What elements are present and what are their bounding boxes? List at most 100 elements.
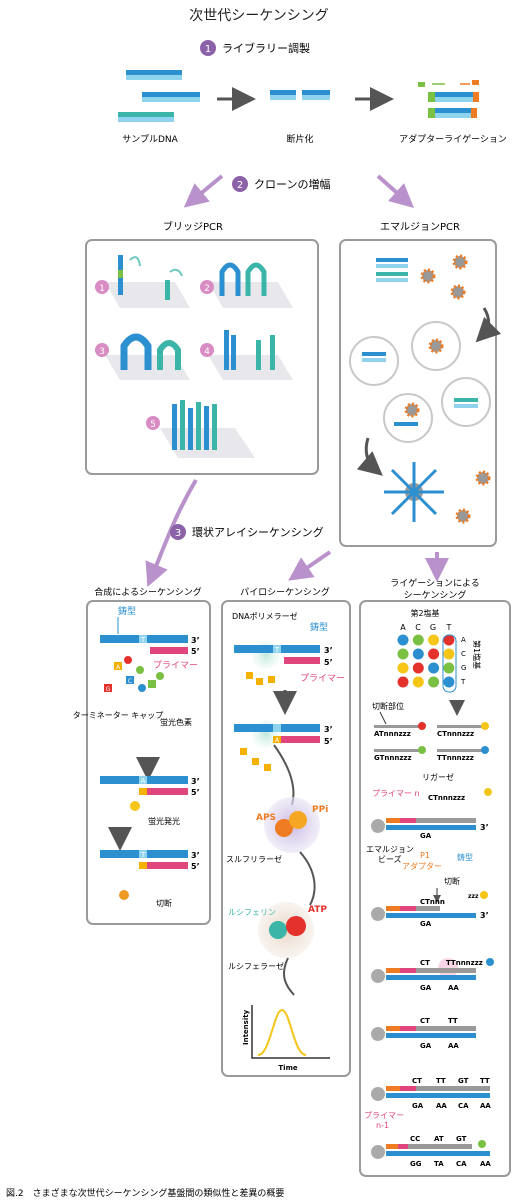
step-2-label: クローンの増幅 [254,178,330,191]
matrix-dot [428,648,440,660]
svg-text:AT: AT [434,1135,444,1143]
figure-caption: 図.2 さまざまな次世代シーケンシング基盤間の類似性と差異の概要 [6,1187,284,1199]
intensity-peak-curve [257,1008,307,1056]
step-3-badge [170,524,186,540]
cut-site-label: 切断部位 [372,701,404,711]
svg-text:CT: CT [420,959,430,967]
svg-text:GTnnnzzz: GTnnnzzz [374,754,412,762]
ligation-illustration [418,80,479,118]
svg-text:CTnnnzzz: CTnnnzzz [428,794,465,802]
bridge-step-4: 4 [200,330,293,380]
svg-text:T: T [460,678,466,686]
fragment-illustration [270,90,330,100]
matrix-dot [428,676,440,688]
sample-dna-illustration [118,70,200,122]
sbs-glow-label: 蛍光発光 [148,816,180,826]
ligase-label: リガーゼ [422,772,454,782]
svg-text:4: 4 [204,347,210,357]
time-axis-label: Time [278,1064,297,1072]
sample-dna-label: サンプルDNA [122,134,178,145]
arrow-to-bridge [183,174,224,208]
matrix-dot [428,662,440,674]
svg-text:GA: GA [420,832,432,840]
sbs-cleave-label: 切断 [156,898,172,908]
svg-text:GA: GA [420,984,432,992]
step-2-badge [232,176,248,192]
svg-text:CTnnn: CTnnn [420,898,445,906]
sbs-template-label: 鋳型 [118,605,136,617]
svg-text:T: T [446,623,452,632]
beads-label-2: ビーズ [378,854,402,864]
svg-text:TT: TT [436,1077,446,1085]
svg-text:3’: 3’ [191,851,200,860]
svg-text:GA: GA [420,1042,432,1050]
lig-template-label: 鋳型 [457,852,473,862]
sbs-dye-label: 蛍光色素 [160,717,192,727]
svg-text:ATnnnzzz: ATnnnzzz [374,730,411,738]
step-2-header: 2 クローンの増幅 [232,176,330,192]
first-base-label: 第1塩基 [472,640,482,669]
svg-text:2: 2 [204,284,210,294]
svg-text:T: T [274,646,280,654]
svg-text:zzz: zzz [468,893,479,900]
svg-text:3’: 3’ [480,823,489,832]
pyro-luciferase-label: ルシフェラーゼ [228,961,284,971]
pyro-luciferin-label: ルシフェリン [228,908,276,917]
svg-text:GA: GA [420,920,432,928]
step-1-label: ライブラリー調製 [222,41,310,55]
svg-text:C: C [461,650,466,658]
intensity-chart-axes [251,1005,330,1059]
svg-text:5’: 5’ [324,737,333,746]
matrix-dot [428,634,440,646]
svg-text:A: A [116,664,121,671]
primer-n-label: プライマー n [372,789,420,798]
svg-text:5’: 5’ [324,658,333,667]
pyro-template-label: 鋳型 [310,621,328,633]
matrix-dot [412,634,424,646]
sbs-terminator-label: ターミネーター キャップ [73,711,164,720]
svg-text:A: A [461,636,466,644]
svg-text:AA: AA [480,1160,491,1168]
step-3-header: 3 環状アレイシーケンシング [170,524,324,540]
svg-text:TA: TA [434,1160,444,1168]
svg-text:3’: 3’ [191,777,200,786]
intensity-axis-label: Intensity [242,1009,250,1045]
pyro-atp-label: ATP [308,905,327,915]
pyro-aps-label: APS [256,813,276,823]
emulsion-illustration [349,254,502,524]
svg-text:TT: TT [448,1017,458,1025]
step-3-label: 環状アレイシーケンシング [192,525,324,539]
svg-text:AA: AA [480,1102,491,1110]
bridge-step-3: 3 [95,333,190,380]
step-2-number: 2 [237,180,243,191]
svg-text:AA: AA [448,984,459,992]
pyro-content: DNAポリメラーゼ 鋳型 T 3’ 5’ プライマー 3’ A 5’ APS P… [226,611,345,1072]
page-title: 次世代シーケンシング [189,8,329,24]
sbs-content: 鋳型 T 3’ 5’ プライマー A G C ターミネーター キャップ 蛍光色素… [73,605,200,908]
svg-text:5: 5 [150,420,156,430]
matrix-dot [443,676,455,688]
matrix-dot [397,634,409,646]
svg-text:TTnnnzzz: TTnnnzzz [446,959,483,967]
lig-cut-label: 切断 [444,876,460,886]
bridge-step-2: 2 [200,262,293,308]
lig-title-line2: シーケンシング [404,589,467,601]
pyro-polymerase-label: DNAポリメラーゼ [232,611,298,621]
svg-text:CT: CT [420,1017,430,1025]
svg-text:5’: 5’ [191,862,200,871]
matrix-dot [412,676,424,688]
svg-text:C: C [128,678,132,685]
step-1-header: 1 ライブラリー調製 [200,40,310,56]
svg-text:GT: GT [456,1135,467,1143]
matrix-dot [412,662,424,674]
svg-text:G: G [106,686,111,693]
svg-text:CTnnnzzz: CTnnnzzz [437,730,474,738]
adapter-label: アダプター [402,861,442,871]
arrow-to-emulsion [376,174,414,208]
color-matrix [397,634,455,688]
svg-text:G: G [461,664,466,672]
bridge-step-5: 5 [146,400,255,458]
svg-text:1: 1 [99,284,105,294]
svg-text:T: T [140,851,146,859]
beads-label-1: エマルジョン [366,845,414,854]
